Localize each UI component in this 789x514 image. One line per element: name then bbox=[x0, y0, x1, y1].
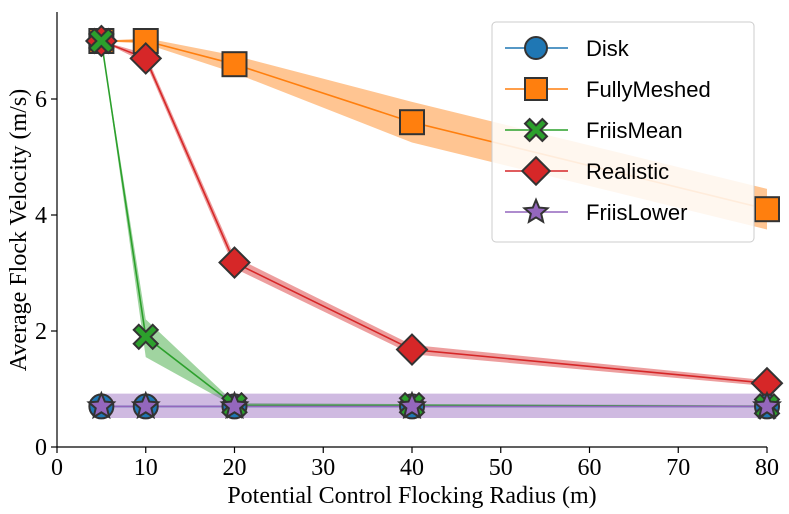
point-friismean-0 bbox=[87, 27, 115, 55]
point-realistic-1 bbox=[129, 41, 163, 75]
point-friislower-1 bbox=[130, 390, 161, 420]
x-tick-label-5: 50 bbox=[489, 455, 513, 481]
legend: DiskFullyMeshedFriisMeanRealisticFriisLo… bbox=[491, 21, 755, 243]
legend-label-friislower: FriisLower bbox=[586, 200, 687, 225]
y-tick-label-2: 4 bbox=[35, 203, 47, 229]
point-fullymeshed-3 bbox=[399, 109, 425, 136]
point-friislower-0 bbox=[86, 390, 117, 420]
point-realistic-3 bbox=[395, 333, 429, 366]
point-friislower-3 bbox=[396, 390, 428, 420]
legend-label-friismean: FriisMean bbox=[586, 118, 683, 143]
point-friislower-2 bbox=[219, 390, 250, 420]
x-axis-label: Potential Control Flocking Radius (m) bbox=[227, 483, 596, 509]
x-tick-label-4: 40 bbox=[400, 455, 424, 481]
legend-marker-friismean bbox=[523, 117, 549, 143]
point-fullymeshed-2 bbox=[221, 51, 248, 78]
ticks: 0 10 20 30 40 50 60 70 80 0 2 4 6 bbox=[35, 87, 779, 481]
y-tick-label-3: 6 bbox=[35, 87, 47, 113]
y-tick-label-0: 0 bbox=[35, 435, 47, 461]
legend-label-fullymeshed: FullyMeshed bbox=[586, 77, 711, 102]
x-tick-label-1: 10 bbox=[134, 455, 158, 481]
x-tick-label-7: 70 bbox=[666, 455, 690, 481]
point-friismean-1 bbox=[132, 323, 160, 351]
legend-label-realistic: Realistic bbox=[586, 159, 669, 184]
legend-marker-friislower bbox=[522, 197, 550, 224]
x-tick-label-3: 30 bbox=[311, 455, 335, 481]
legend-marker-realistic bbox=[520, 155, 552, 187]
x-tick-label-6: 60 bbox=[578, 455, 602, 481]
legend-marker-disk bbox=[524, 36, 548, 60]
legend-marker-fullymeshed bbox=[524, 77, 548, 101]
x-tick-label-2: 20 bbox=[223, 455, 247, 481]
legend-label-disk: Disk bbox=[586, 36, 630, 61]
x-tick-label-8: 80 bbox=[755, 455, 779, 481]
point-fullymeshed-4 bbox=[754, 196, 780, 223]
y-axis-label: Average Flock Velocity (m/s) bbox=[6, 89, 32, 371]
series-markers bbox=[84, 24, 784, 420]
legend-box bbox=[491, 21, 755, 243]
x-tick-label-0: 0 bbox=[51, 455, 63, 481]
point-friislower-4 bbox=[751, 390, 783, 420]
point-realistic-2 bbox=[218, 246, 251, 279]
y-tick-label-1: 2 bbox=[35, 319, 47, 345]
